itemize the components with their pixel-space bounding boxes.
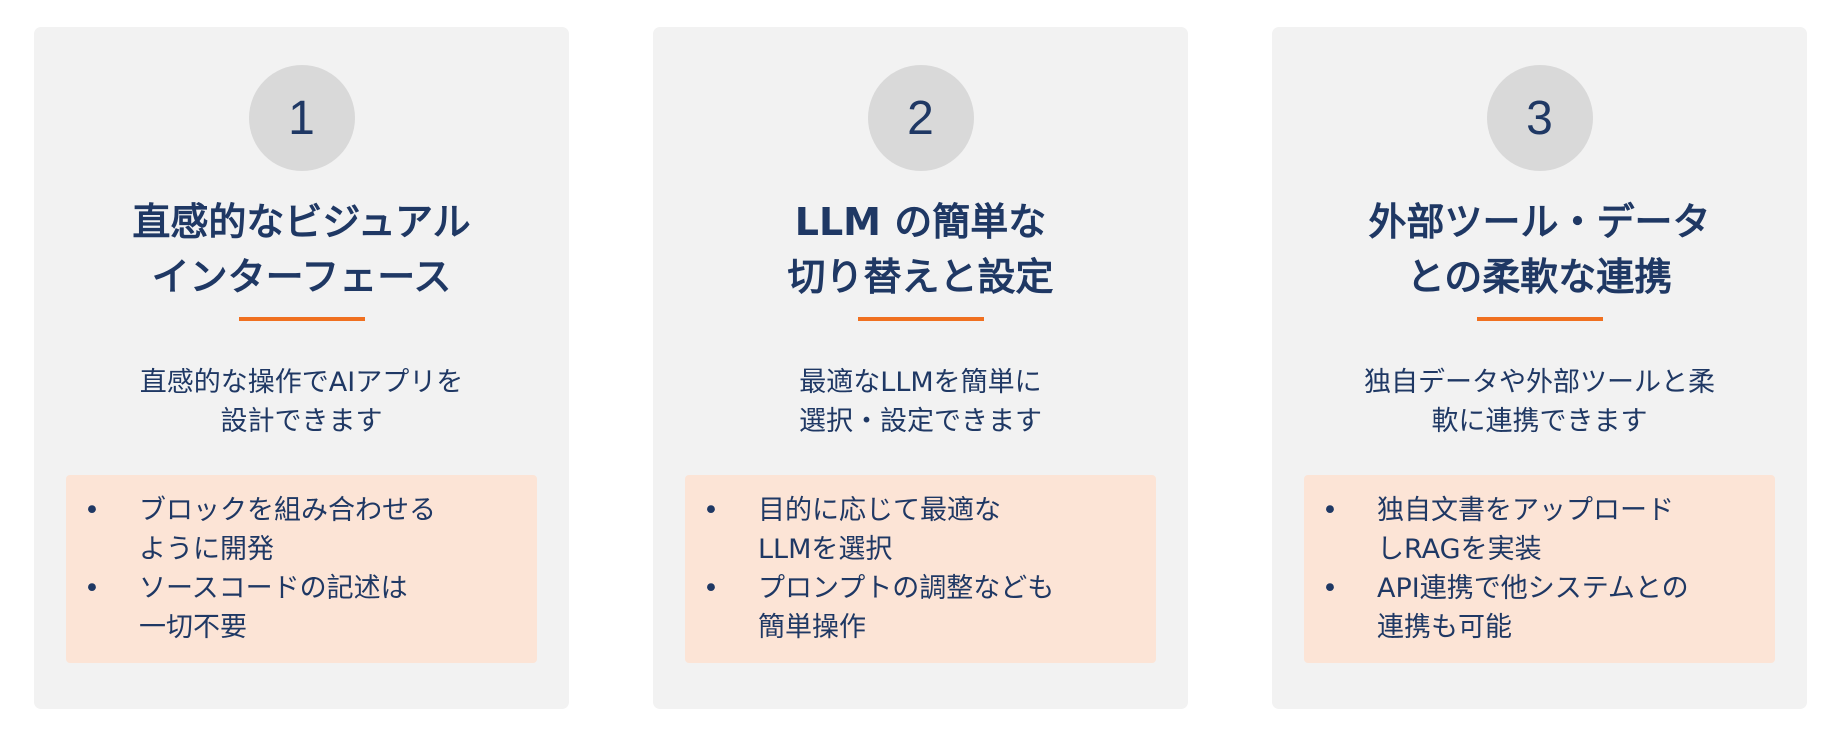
bullet-dot-icon: • [1322,495,1338,526]
feature-card-1: 1 直感的なビジュアル インターフェース 直感的な操作でAIアプリを 設計できま… [34,27,569,709]
bullet-line: 一切不要 [139,612,247,643]
description-line: 独自データや外部ツールと柔 [1364,367,1715,398]
bullet-line: ブロックを組み合わせる [139,495,436,526]
bullet-line: API連携で他システムとの [1377,573,1689,604]
bullet-line: LLMを選択 [758,534,893,565]
title-line: LLM の簡単な [794,200,1047,244]
accent-divider [857,317,984,321]
card-description: 独自データや外部ツールと柔 軟に連携できます [1272,363,1807,441]
bullet-line: ソースコードの記述は [139,573,408,604]
bullet-item: • ソースコードの記述は一切不要 [66,569,537,647]
description-line: 設計できます [220,406,383,437]
feature-card-2: 2 LLM の簡単な 切り替えと設定 最適なLLMを簡単に 選択・設定できます … [653,27,1188,709]
bullet-dot-icon: • [84,495,100,526]
bullet-line: 目的に応じて最適な [758,495,1001,526]
bullet-item: • プロンプトの調整なども簡単操作 [685,569,1156,647]
step-number-badge: 1 [248,65,355,171]
title-line: 外部ツール・データ [1368,200,1711,244]
bullet-dot-icon: • [84,573,100,604]
description-line: 最適なLLMを簡単に [799,367,1042,398]
step-number-badge: 2 [867,65,974,171]
bullet-box: • 独自文書をアップロードしRAGを実装 • API連携で他システムとの連携も可能 [1304,475,1775,663]
bullet-line: 連携も可能 [1377,612,1512,643]
card-title: LLM の簡単な 切り替えと設定 [653,195,1188,305]
bullet-line: 独自文書をアップロード [1377,495,1674,526]
title-line: 直感的なビジュアル [132,200,471,244]
bullet-dot-icon: • [703,495,719,526]
card-description: 最適なLLMを簡単に 選択・設定できます [653,363,1188,441]
description-line: 選択・設定できます [799,406,1042,437]
step-number-badge: 3 [1486,65,1593,171]
bullet-dot-icon: • [1322,573,1338,604]
bullet-box: • ブロックを組み合わせるように開発 • ソースコードの記述は一切不要 [66,475,537,663]
card-title: 直感的なビジュアル インターフェース [34,195,569,305]
title-line: との柔軟な連携 [1406,255,1673,299]
bullet-item: • API連携で他システムとの連携も可能 [1304,569,1775,647]
bullet-item: • 目的に応じて最適な LLMを選択 [685,491,1156,569]
bullet-box: • 目的に応じて最適な LLMを選択 • プロンプトの調整なども簡単操作 [685,475,1156,663]
title-line: 切り替えと設定 [787,255,1054,299]
accent-divider [1476,317,1603,321]
description-line: 軟に連携できます [1431,406,1648,437]
title-line: インターフェース [151,255,452,299]
feature-card-3: 3 外部ツール・データ との柔軟な連携 独自データや外部ツールと柔 軟に連携でき… [1272,27,1807,709]
bullet-item: • ブロックを組み合わせるように開発 [66,491,537,569]
accent-divider [238,317,365,321]
bullet-line: 簡単操作 [758,612,866,643]
bullet-line: しRAGを実装 [1377,534,1542,565]
bullet-line: ように開発 [139,534,274,565]
card-title: 外部ツール・データ との柔軟な連携 [1272,195,1807,305]
bullet-dot-icon: • [703,573,719,604]
bullet-line: プロンプトの調整なども [758,573,1055,604]
description-line: 直感的な操作でAIアプリを [139,367,464,398]
card-description: 直感的な操作でAIアプリを 設計できます [34,363,569,441]
bullet-item: • 独自文書をアップロードしRAGを実装 [1304,491,1775,569]
